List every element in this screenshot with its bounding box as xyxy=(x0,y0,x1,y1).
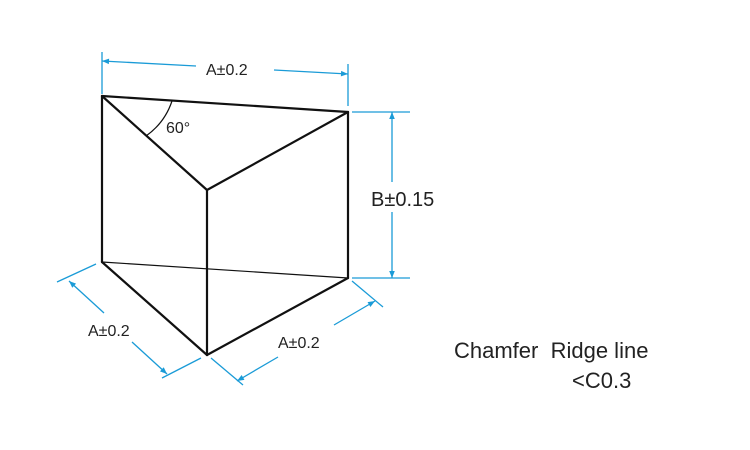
bottom-left-dimension xyxy=(56,263,202,379)
bottom-right-dimension-label: A±0.2 xyxy=(278,335,320,352)
bottom-right-edge xyxy=(205,276,350,357)
bottom-left-dimension-label: A±0.2 xyxy=(88,323,130,340)
chamfer-note-line1: Chamfer Ridge line xyxy=(454,338,648,363)
angle-label: 60° xyxy=(166,120,190,137)
bottom-left-edge xyxy=(100,260,209,357)
top-right-edge xyxy=(205,110,350,192)
bottom-right-dimension xyxy=(210,280,384,386)
angle-arc xyxy=(145,100,173,137)
height-dimension xyxy=(352,111,410,279)
prism-edges xyxy=(100,94,350,357)
hidden-back-edge xyxy=(101,261,349,279)
top-back-edge xyxy=(100,94,350,114)
top-left-edge xyxy=(100,94,209,192)
height-dimension-label: B±0.15 xyxy=(371,189,434,211)
top-dimension xyxy=(101,52,349,106)
top-dimension-label: A±0.2 xyxy=(206,62,248,79)
chamfer-note-line2: <C0.3 xyxy=(572,368,631,393)
